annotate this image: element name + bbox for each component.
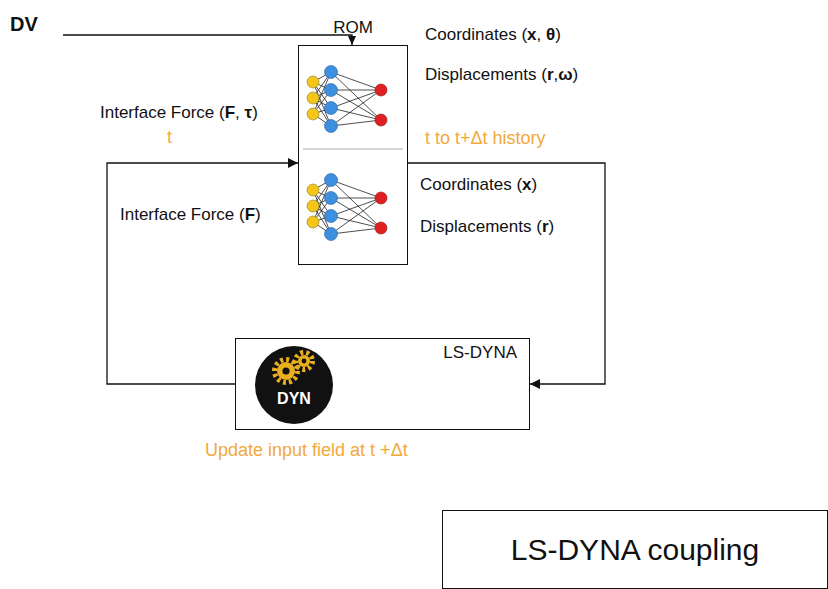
caption-text: LS-DYNA coupling <box>511 532 759 568</box>
ls-dyna-logo: DYN <box>254 345 334 425</box>
signal-label: Interface Force (F, τ) <box>100 103 258 123</box>
neural-net-icons <box>299 46 407 264</box>
time-label: t <box>167 127 172 149</box>
signal-label: Displacements (r) <box>420 217 554 237</box>
signal-label: Displacements (r,ω) <box>425 65 578 85</box>
ls-dyna-box: DYN LS-DYNA <box>235 338 530 430</box>
note-label: Update input field at t +Δt <box>205 440 408 462</box>
time-label: t to t+Δt history <box>425 128 546 150</box>
logo-text: DYN <box>277 389 311 408</box>
signal-label: Coordinates (x, θ) <box>425 25 561 45</box>
signal-label: Interface Force (F) <box>120 205 261 225</box>
logo-artwork <box>254 345 334 425</box>
box-title: LS-DYNA <box>443 343 517 363</box>
rom-title: ROM <box>333 18 373 38</box>
caption-box: LS-DYNA coupling <box>442 510 828 589</box>
input-label: DV <box>10 12 38 36</box>
dv-input-line <box>63 35 352 45</box>
rom-box: ROM <box>298 45 408 265</box>
signal-label: Coordinates (x) <box>420 175 537 195</box>
